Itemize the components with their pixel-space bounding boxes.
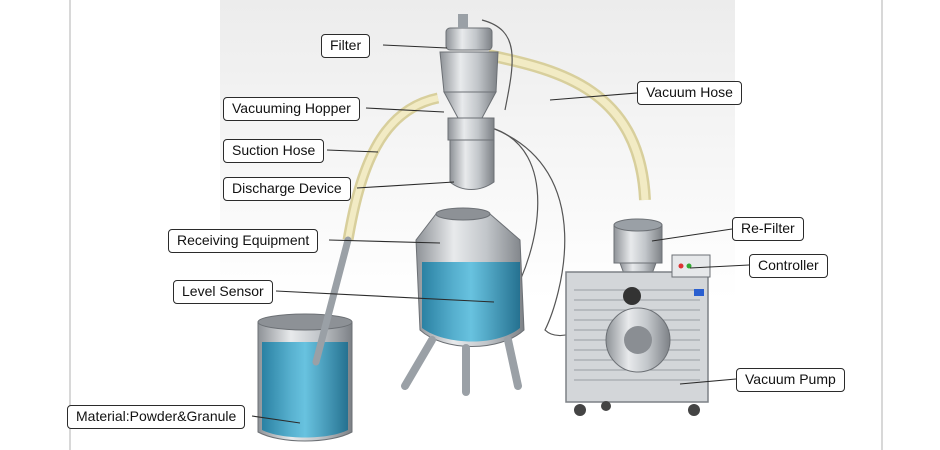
label-material: Material:Powder&Granule [67,405,246,429]
label-re-filter: Re-Filter [732,217,804,241]
label-vacuum-pump: Vacuum Pump [736,368,845,392]
filter-shape [445,27,493,51]
label-vacuum-hose: Vacuum Hose [637,81,742,105]
label-filter: Filter [321,34,371,58]
leader-lines [251,44,750,424]
label-controller: Controller [749,254,828,278]
label-receiving-equipment: Receiving Equipment [168,229,319,253]
label-suction-hose: Suction Hose [223,139,325,163]
label-vacuuming-hopper: Vacuuming Hopper [223,97,360,121]
label-discharge-device: Discharge Device [223,177,351,201]
discharge-device-shape [449,139,495,190]
vacuuming-hopper-shape [439,51,499,93]
label-level-sensor: Level Sensor [173,280,273,304]
